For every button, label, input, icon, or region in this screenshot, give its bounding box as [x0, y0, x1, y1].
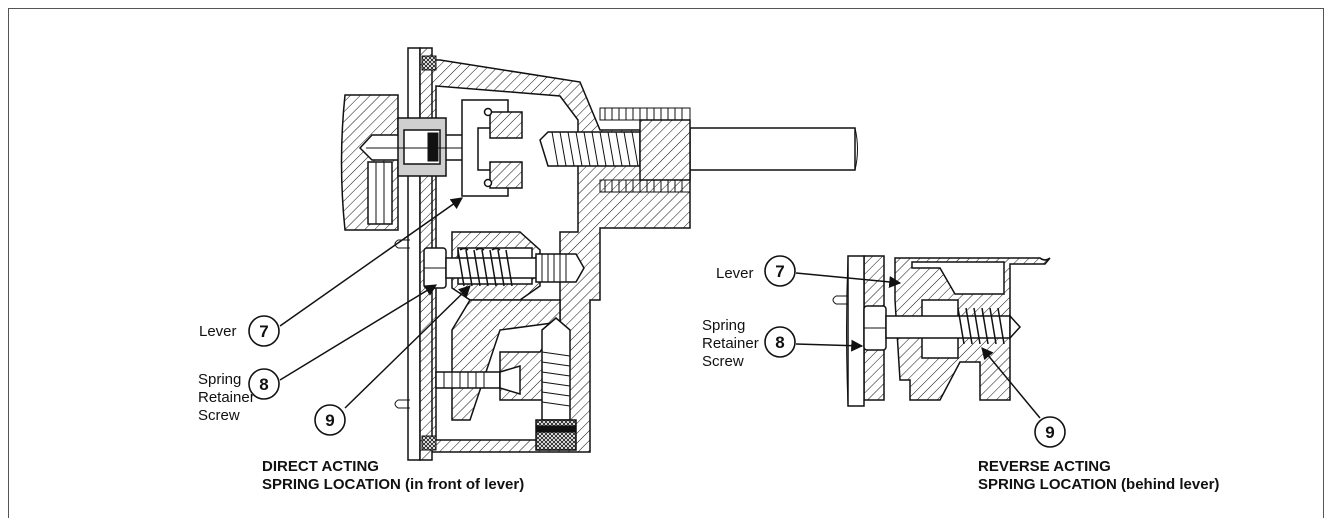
plate-screws [394, 239, 410, 409]
adjuster-threads [551, 131, 639, 167]
spring-coils-reverse [957, 307, 1005, 345]
reverse-spring-label-2: Retainer [702, 335, 759, 352]
knob-bore [367, 161, 393, 225]
stem-fitting [639, 119, 691, 181]
fitting-knurl [599, 107, 691, 193]
leader-8-reverse [795, 339, 864, 352]
callout-8-direct: 8 [259, 375, 268, 394]
flexure-upper [489, 111, 523, 139]
callout-7-direct-circle [248, 315, 280, 347]
leader-7-direct [279, 197, 463, 327]
callout-9-direct-circle [314, 404, 346, 436]
reverse-caption-2: SPRING LOCATION (behind lever) [978, 476, 1219, 493]
reverse-cavity [911, 261, 1005, 295]
direct-caption-1: DIRECT ACTING [262, 458, 379, 475]
callout-8-reverse-circle [764, 326, 796, 358]
callout-7-reverse-circle [764, 255, 796, 287]
o-ring [427, 132, 439, 162]
leader-7-reverse [795, 272, 902, 288]
flexure-lower [489, 161, 523, 189]
vertical-needle [541, 317, 571, 421]
direct-caption-2: SPRING LOCATION (in front of lever) [262, 476, 524, 493]
reverse-caption-1: REVERSE ACTING [978, 458, 1111, 475]
front-plate [407, 47, 421, 461]
gasket-top [421, 55, 437, 71]
direct-lever-label: Lever [199, 323, 237, 340]
figure-frame [8, 8, 1324, 518]
direct-spring-label-1: Spring [198, 371, 241, 388]
leader-9-direct [344, 285, 471, 409]
valve-cone [499, 364, 521, 396]
leader-8-direct [279, 284, 438, 381]
callout-9-reverse-circle [1034, 416, 1066, 448]
filter-element [535, 419, 577, 451]
reverse-lever-label: Lever [716, 265, 754, 282]
reverse-spring-label-3: Screw [702, 353, 744, 370]
direct-acting-assembly: Lever 7 Spring Retainer Screw 8 9 DIRECT… [198, 47, 858, 493]
direct-spring-label-3: Screw [198, 407, 240, 424]
callout-9-direct: 9 [325, 411, 334, 430]
stem-tube [689, 127, 856, 171]
gasket-bottom [421, 435, 437, 451]
callout-8-reverse: 8 [775, 333, 784, 352]
callout-7-direct: 7 [259, 322, 268, 341]
callout-7-reverse: 7 [775, 262, 784, 281]
leader-9-reverse [981, 347, 1041, 419]
direct-spring-label-2: Retainer [198, 389, 255, 406]
spring-coils-direct [457, 247, 513, 287]
reverse-spring-label-1: Spring [702, 317, 745, 334]
callout-8-direct-circle [248, 368, 280, 400]
reverse-acting-assembly: Lever 7 Spring Retainer Screw 8 9 REVERS… [702, 255, 1219, 493]
callout-9-reverse: 9 [1045, 423, 1054, 442]
